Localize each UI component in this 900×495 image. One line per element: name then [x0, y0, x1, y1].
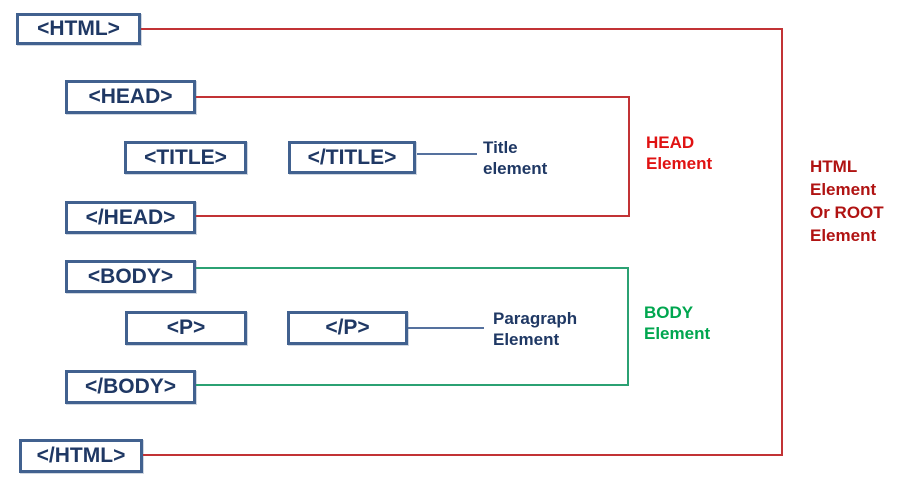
head-bracket-vertical-line [628, 96, 630, 217]
tag-box-head-close: </HEAD> [65, 201, 196, 234]
tag-box-head-open: <HEAD> [65, 80, 196, 114]
head-bracket-bottom-line [196, 215, 630, 217]
title-connector-line [417, 153, 477, 155]
tag-box-html-open: <HTML> [16, 13, 141, 45]
title-element-label: Title element [483, 138, 548, 178]
tag-box-body-open: <BODY> [65, 260, 196, 293]
head-element-label: HEAD Element [646, 133, 713, 173]
paragraph-element-label: Paragraph Element [493, 309, 578, 349]
tag-box-p-close: </P> [287, 311, 408, 345]
tag-box-p-open: <P> [125, 311, 247, 345]
tag-box-html-close: </HTML> [19, 439, 143, 473]
html-bracket-top-line [141, 28, 783, 30]
tag-box-title-open: <TITLE> [124, 141, 247, 174]
paragraph-connector-line [408, 327, 484, 329]
html-bracket-vertical-line [781, 28, 783, 456]
tag-box-title-close: </TITLE> [288, 141, 416, 174]
body-bracket-vertical-line [627, 267, 629, 386]
html-root-element-label: HTML Element Or ROOT Element [810, 157, 884, 245]
body-bracket-top-line [196, 267, 629, 269]
tag-box-body-close: </BODY> [65, 370, 196, 404]
body-bracket-bottom-line [196, 384, 629, 386]
body-element-label: BODY Element [644, 303, 711, 343]
head-bracket-top-line [196, 96, 630, 98]
html-bracket-bottom-line [143, 454, 783, 456]
